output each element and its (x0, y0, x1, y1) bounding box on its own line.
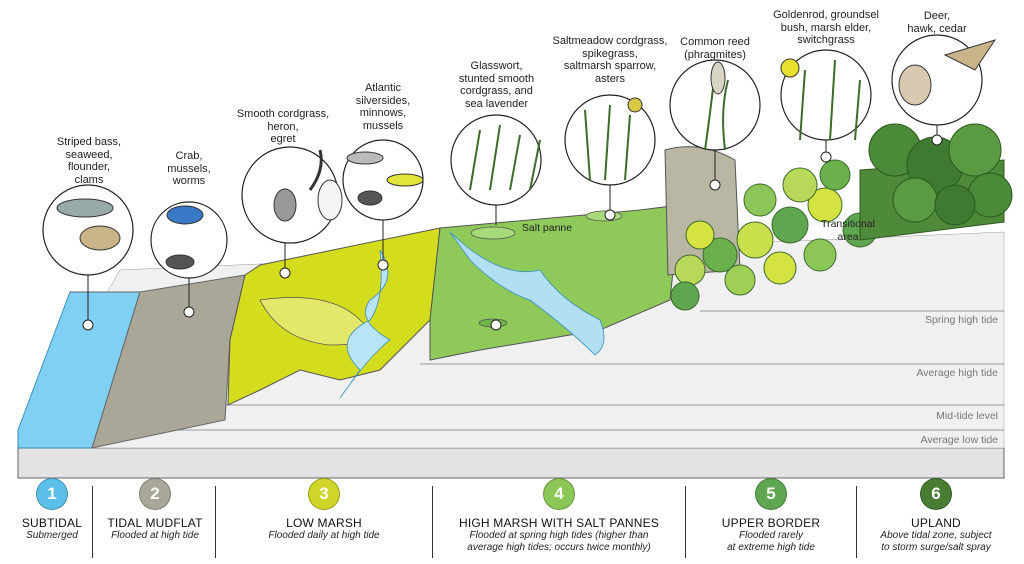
zone-description: Above tidal zone, subject to storm surge… (880, 530, 992, 553)
zone-number-badge: 1 (36, 478, 68, 510)
zone-divider (92, 486, 93, 558)
tide-label-average-low: Average low tide (920, 434, 998, 446)
species-label-low-marsh: Smooth cordgrass, heron, egret (236, 108, 330, 145)
species-label-high-marsh: Glasswort, stunted smooth cordgrass, and… (458, 60, 535, 110)
zone-description: Flooded at high tide (111, 530, 199, 541)
zone-number-badge: 5 (755, 478, 787, 510)
zone-description: Flooded at spring high tides (higher tha… (467, 530, 651, 553)
zone-5: 5 UPPER BORDER Flooded rarely at extreme… (686, 478, 856, 554)
zone-3: 3 LOW MARSH Flooded daily at high tide (216, 478, 432, 542)
zone-description: Flooded rarely at extreme high tide (727, 530, 815, 553)
glasswort-vignette (450, 114, 542, 206)
high-marsh-creek (449, 231, 605, 356)
block-base (17, 447, 1005, 479)
tide-lines (18, 310, 1004, 431)
vignette-icons (56, 39, 997, 270)
tide-label-mid: Mid-tide level (936, 410, 998, 422)
zone-divider (856, 486, 857, 558)
salt-panne-label: Salt panne (521, 222, 573, 234)
species-label-saltmeadow: Saltmeadow cordgrass, spikegrass, saltma… (552, 35, 668, 85)
salt-panne-1 (470, 226, 516, 240)
zone-name: UPPER BORDER (721, 516, 821, 530)
zone-number-badge: 4 (543, 478, 575, 510)
phragmites-vignette (669, 59, 761, 151)
salt-panne-2 (585, 210, 623, 222)
species-label-subtidal: Striped bass, seaweed, flounder, clams (56, 136, 122, 186)
zone-name: SUBTIDAL (21, 516, 83, 530)
transitional-area-label: Transitional area (821, 218, 875, 243)
zone-name: UPLAND (911, 516, 961, 530)
tide-label-spring-high: Spring high tide (925, 314, 998, 326)
zone-number-badge: 3 (308, 478, 340, 510)
species-vignettes (42, 34, 983, 279)
zone-name: HIGH MARSH WITH SALT PANNES (458, 516, 660, 530)
species-label-creek: Atlantic silversides, minnows, mussels (355, 82, 411, 132)
zone-name: TIDAL MUDFLAT (107, 516, 203, 530)
leader-dots (82, 134, 943, 331)
species-label-upland: Deer, hawk, cedar (907, 10, 967, 35)
zone-1: 1 SUBTIDAL Submerged (10, 478, 94, 542)
zone-4: 4 HIGH MARSH WITH SALT PANNES Flooded at… (432, 478, 686, 554)
zone-divider (215, 486, 216, 558)
zone-name: LOW MARSH (286, 516, 362, 530)
species-label-mudflat: Crab, mussels, worms (167, 150, 211, 187)
zone-divider (432, 486, 433, 558)
goldenrod-vignette (780, 49, 872, 141)
zone-2: 2 TIDAL MUDFLAT Flooded at high tide (94, 478, 216, 542)
species-label-phragmites: Common reed (phragmites) (680, 36, 750, 61)
upland-trees (859, 123, 1013, 241)
low-marsh-creek (339, 249, 391, 399)
mudflat-surface (70, 274, 246, 449)
cordgrass-vignette (564, 94, 656, 186)
zone-number-badge: 2 (139, 478, 171, 510)
zone-number-badge: 6 (920, 478, 952, 510)
species-label-upper-border: Goldenrod, groundsel bush, marsh elder, … (773, 9, 879, 46)
upper-border-shrubs (670, 159, 878, 311)
zone-divider (685, 486, 686, 558)
zone-6: 6 UPLAND Above tidal zone, subject to st… (856, 478, 1016, 554)
tide-label-average-high: Average high tide (916, 367, 998, 379)
zone-description: Flooded daily at high tide (268, 530, 380, 541)
zone-description: Submerged (26, 530, 78, 541)
